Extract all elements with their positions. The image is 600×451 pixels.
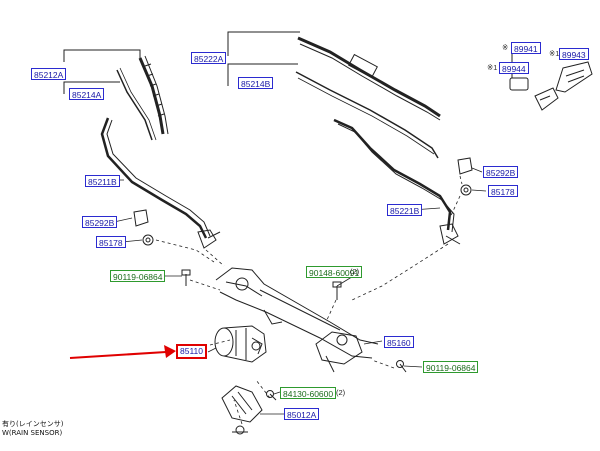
cap-right (457, 157, 473, 175)
part-label-85160[interactable]: 85160 (384, 336, 414, 348)
nut-bottom (232, 425, 248, 435)
part-label-90119-06864-upper[interactable]: 90119-06864 (110, 270, 166, 282)
right-wiper-arm (333, 118, 461, 245)
bolt-lower (266, 390, 277, 401)
part-label-85012A[interactable]: 85012A (284, 408, 320, 420)
right-wiper-blade (227, 31, 441, 159)
left-wiper-arm (100, 117, 221, 249)
wiper-linkage (215, 267, 379, 373)
part-label-89943[interactable]: 89943 (559, 48, 589, 60)
assembly-lines (155, 175, 463, 425)
footnote-line-1: 有り(レインセンサ) (2, 420, 64, 428)
part-label-85221B[interactable]: 85221B (387, 204, 423, 216)
part-label-84130-60600[interactable]: 84130-60600 (280, 387, 337, 399)
part-label-85178-left[interactable]: 85178 (96, 236, 126, 248)
marker-89944: ※1 (487, 63, 498, 72)
red-arrow (69, 345, 176, 359)
screw-upper-left (181, 269, 191, 286)
part-label-85222A[interactable]: 85222A (191, 52, 227, 64)
part-label-85292B-left[interactable]: 85292B (82, 216, 118, 228)
part-label-85214A[interactable]: 85214A (69, 88, 105, 100)
screw-right (396, 360, 407, 373)
part-label-85110[interactable]: 85110 (176, 344, 208, 359)
part-label-85211B[interactable]: 85211B (85, 175, 120, 187)
left-wiper-blade (63, 49, 169, 141)
part-label-90148-60091[interactable]: 90148-60091 (306, 266, 363, 278)
wiper-motor (214, 325, 267, 363)
motor-bracket (221, 385, 263, 423)
part-label-85292B-right[interactable]: 85292B (483, 166, 519, 178)
bolt-upper-right (332, 281, 342, 300)
cap-left (133, 209, 149, 227)
part-label-90119-06864-lower[interactable]: 90119-06864 (423, 361, 479, 373)
nut-right (460, 184, 472, 196)
part-label-85214B[interactable]: 85214B (238, 77, 274, 89)
part-label-89944[interactable]: 89944 (499, 62, 529, 74)
qty-84130-60600: (2) (336, 388, 346, 397)
part-label-85212A[interactable]: 85212A (31, 68, 67, 80)
nut-left (142, 234, 154, 246)
footnote-line-2: W(RAIN SENSOR) (2, 429, 63, 437)
marker-89943: ※1 (549, 49, 560, 58)
qty-90148-60091: (2) (350, 267, 360, 276)
part-label-85178-right[interactable]: 85178 (488, 185, 518, 197)
marker-89941: ※ (502, 43, 509, 52)
part-label-89941[interactable]: 89941 (511, 42, 541, 54)
